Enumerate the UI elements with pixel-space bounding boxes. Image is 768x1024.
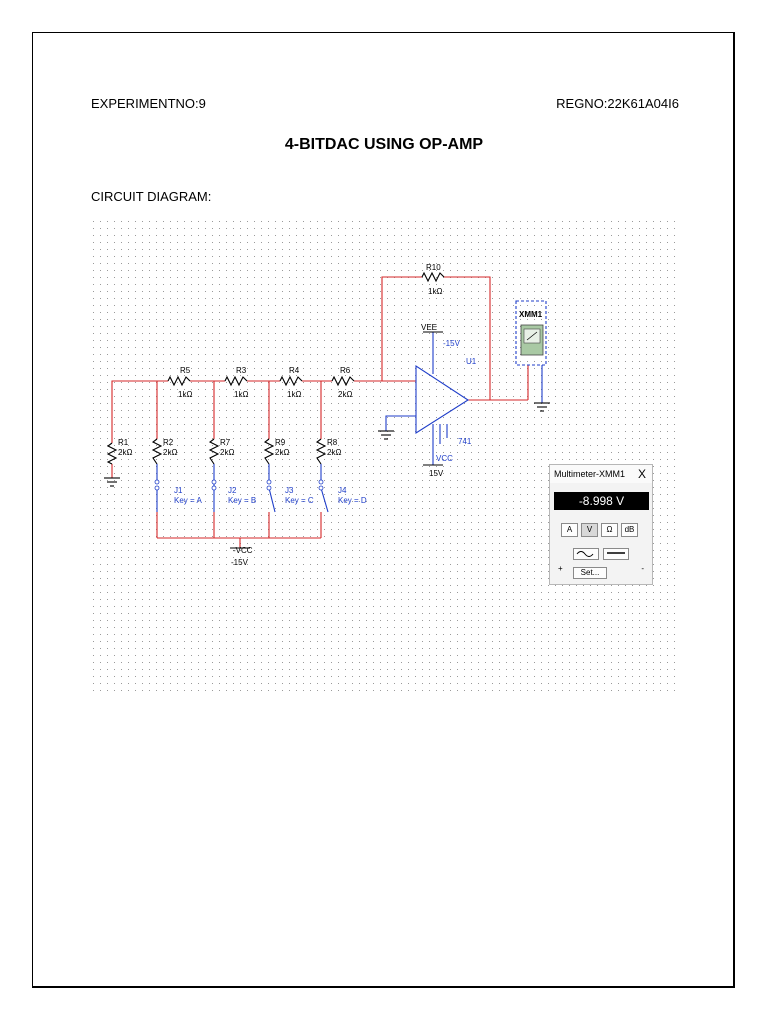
label-j3-key: Key = C	[285, 496, 314, 505]
label-j4-key: Key = D	[338, 496, 367, 505]
label-j1-key: Key = A	[174, 496, 202, 505]
page-title: 4-BITDAC USING OP-AMP	[284, 136, 484, 153]
label-j3: J3	[285, 486, 294, 495]
multimeter-title: Multimeter-XMM1	[554, 469, 626, 479]
label-r8: R8	[327, 438, 338, 447]
label-j4: J4	[338, 486, 347, 495]
label-opamp-model: 741	[458, 437, 472, 446]
label-vcc-value: 15V	[429, 469, 444, 478]
dc-line-icon	[607, 552, 625, 554]
label-r2: R2	[163, 438, 174, 447]
sine-wave-icon	[576, 551, 594, 557]
minus-terminal: -	[641, 564, 644, 573]
label-r5-value: 1kΩ	[178, 390, 192, 399]
ohmmeter-button[interactable]: Ω	[601, 523, 618, 537]
close-icon[interactable]: X	[637, 467, 646, 481]
label-r4: R4	[289, 366, 300, 375]
multimeter-titlebar[interactable]: Multimeter-XMM1 X	[550, 465, 652, 483]
label-r10-value: 1kΩ	[428, 287, 442, 296]
multimeter-symbol	[520, 324, 544, 356]
voltmeter-button[interactable]: V	[581, 523, 598, 537]
label-r1-value: 2kΩ	[118, 448, 132, 457]
ground-symbols	[104, 331, 550, 549]
label-r3-value: 1kΩ	[234, 390, 248, 399]
label-vee: VEE	[421, 323, 437, 332]
section-label: CIRCUIT DIAGRAM:	[91, 189, 212, 204]
label-ladder-supply-value: -15V	[231, 558, 249, 567]
plus-terminal: +	[558, 564, 563, 573]
label-r3: R3	[236, 366, 247, 375]
label-j1: J1	[174, 486, 183, 495]
label-r2-value: 2kΩ	[163, 448, 177, 457]
label-r4-value: 1kΩ	[287, 390, 301, 399]
label-vcc: VCC	[436, 454, 453, 463]
label-j2-key: Key = B	[228, 496, 256, 505]
ammeter-button[interactable]: A	[561, 523, 578, 537]
label-r6: R6	[340, 366, 351, 375]
multimeter-mode-buttons: A V Ω dB	[561, 523, 643, 537]
dc-mode-button[interactable]	[603, 548, 629, 560]
set-button[interactable]: Set...	[573, 567, 607, 579]
resistors	[106, 271, 445, 465]
circuit-schematic: R10 1kΩ R5 1kΩ R3 1kΩ R4 1kΩ R6 2kΩ R1 2…	[90, 218, 679, 694]
registration-number: REGNO:22K61A04I6	[556, 96, 679, 111]
label-r5: R5	[180, 366, 191, 375]
label-r7-value: 2kΩ	[220, 448, 234, 457]
label-r7: R7	[220, 438, 231, 447]
multimeter-reading: -8.998 V	[554, 492, 649, 510]
label-u1: U1	[466, 357, 477, 366]
label-r8-value: 2kΩ	[327, 448, 341, 457]
page-border	[32, 32, 735, 988]
red-wires	[111, 276, 529, 548]
experiment-number: EXPERIMENTNO:9	[91, 96, 206, 111]
label-r1: R1	[118, 438, 129, 447]
label-ladder-supply: -VCC	[233, 546, 253, 555]
ac-mode-button[interactable]	[573, 548, 599, 560]
blue-wires	[156, 300, 547, 513]
label-j2: J2	[228, 486, 237, 495]
label-vee-value: -15V	[443, 339, 461, 348]
label-r9: R9	[275, 438, 286, 447]
label-r9-value: 2kΩ	[275, 448, 289, 457]
decibel-button[interactable]: dB	[621, 523, 638, 537]
switch-contacts	[154, 479, 324, 491]
multimeter-panel[interactable]: Multimeter-XMM1 X -8.998 V A V Ω dB + - …	[549, 464, 653, 585]
label-meter: XMM1	[519, 310, 543, 319]
label-r6-value: 2kΩ	[338, 390, 352, 399]
grid-background	[90, 218, 679, 694]
label-r10: R10	[426, 263, 441, 272]
